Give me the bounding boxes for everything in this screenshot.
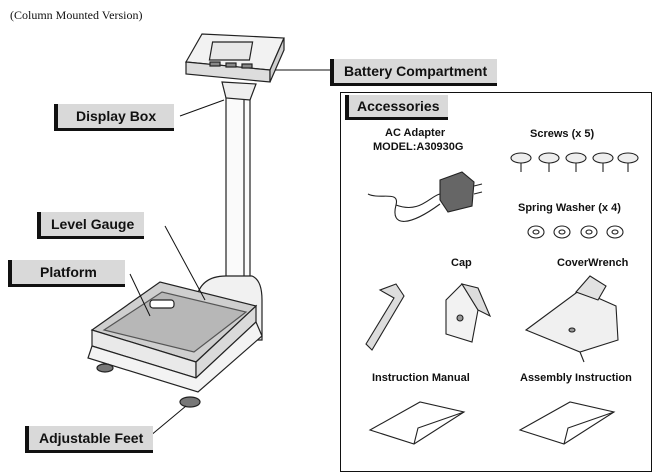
feet-leader <box>149 405 187 437</box>
assembly-instruction-label: Assembly Instruction <box>520 372 632 384</box>
accessories-title: Accessories <box>345 95 448 120</box>
spring-washers-shape <box>527 225 624 239</box>
hex-wrench-shape <box>365 283 405 351</box>
platform-shape <box>87 281 263 393</box>
screws-label: Screws (x 5) <box>530 128 595 140</box>
instruction-manual-label: Instruction Manual <box>372 372 470 384</box>
display-leader <box>179 99 225 117</box>
column-shape <box>221 81 257 279</box>
cap-label: Cap <box>451 257 472 269</box>
display-box-shape <box>185 33 285 83</box>
instruction-manual-shape <box>368 401 466 445</box>
spring-washer-label: Spring Washer (x 4) <box>518 202 621 214</box>
battery-compartment-callout: Battery Compartment <box>330 59 498 86</box>
ac-adapter-shape <box>367 171 483 222</box>
cover-wrench-label: CoverWrench <box>557 257 629 269</box>
accessories-panel <box>340 92 652 472</box>
assembly-instruction-shape <box>518 401 616 445</box>
ac-adapter-model-label: MODEL:A30930G <box>373 141 464 153</box>
display-box-callout: Display Box <box>54 104 175 131</box>
ac-adapter-label: AC Adapter <box>385 127 446 139</box>
adjustable-feet-callout: Adjustable Feet <box>25 426 154 453</box>
level-gauge-leader <box>164 225 206 301</box>
cover-shape <box>524 275 619 363</box>
cap-shape <box>445 283 492 343</box>
platform-callout: Platform <box>8 260 125 287</box>
figure-caption: (Column Mounted Version) <box>10 8 143 22</box>
screws-shape <box>510 152 639 172</box>
level-gauge-callout: Level Gauge <box>37 212 145 239</box>
platform-leader <box>129 273 151 317</box>
